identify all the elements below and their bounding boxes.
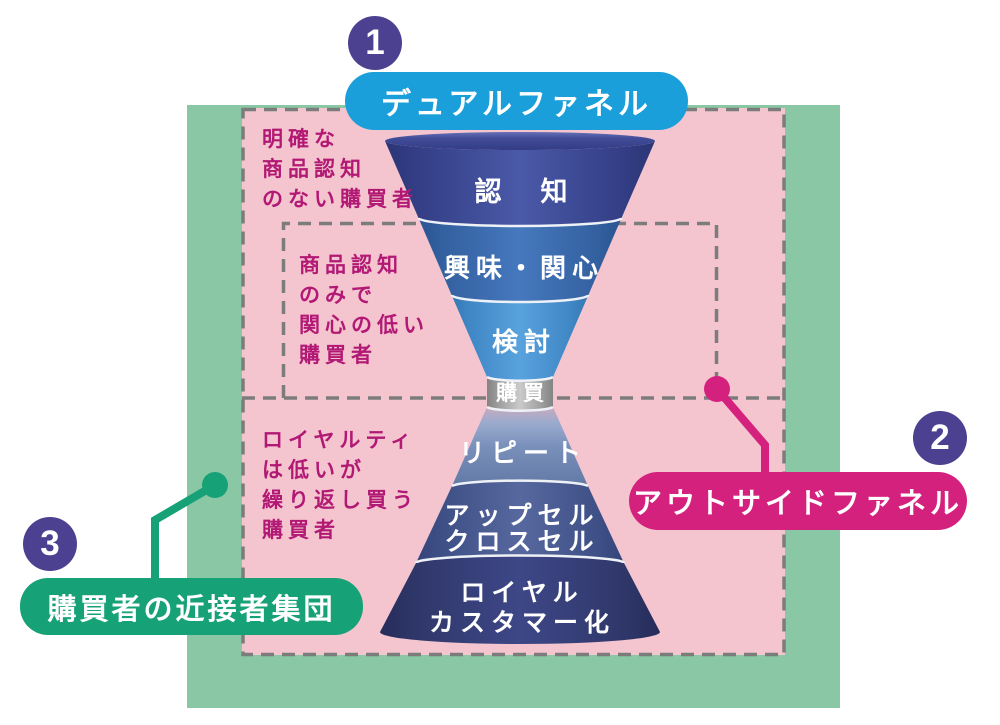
- stage-label-purchase: 購買: [495, 381, 550, 405]
- badge-1: 1: [348, 16, 402, 70]
- annotation-line: 購買者: [262, 519, 340, 542]
- funnel-stage-upsell: [416, 480, 624, 563]
- stage-label-loyal-line2: カスタマー化: [429, 609, 615, 637]
- stage-label-upsell-line1: アップセル: [444, 502, 599, 530]
- stage-label-consideration: 検討: [492, 327, 556, 357]
- badge-3: 3: [23, 517, 77, 571]
- annotation-line: 商品認知: [262, 158, 366, 181]
- stage-label-interest: 興味・関心: [444, 253, 604, 283]
- funnel: 認 知 興味・関心 検討 購買 リピート アップセル クロスセル ロイヤル カス…: [380, 132, 660, 644]
- outside-funnel-dot: [704, 376, 730, 402]
- funnel-stage-interest: [418, 218, 622, 302]
- annotation-line: ロイヤルティ: [262, 429, 417, 452]
- outside-funnel-connector: [704, 376, 769, 474]
- annotation-low-loyalty: ロイヤルティ は低いが 繰り返し買う 購買者: [262, 426, 418, 546]
- pink-dashed-border: [241, 107, 786, 657]
- annotation-line: は低いが: [262, 459, 366, 482]
- funnel-top-rim: [385, 132, 655, 150]
- annotation-low-interest: 商品認知 のみで 関心の低い 購買者: [299, 251, 429, 371]
- annotation-line: のない購買者: [262, 188, 418, 211]
- annotation-line: 明確な: [262, 128, 340, 151]
- annotation-line: 購買者: [299, 344, 377, 367]
- outside-funnel-label: アウトサイドファネル: [629, 472, 967, 530]
- stage-label-awareness: 認 知: [475, 176, 574, 207]
- stage-label-loyal-line1: ロイヤル: [460, 579, 583, 607]
- stage-label-upsell-line2: クロスセル: [444, 528, 599, 556]
- badge-2: 2: [913, 411, 967, 465]
- annotation-line: 関心の低い: [299, 314, 429, 337]
- funnel-stage-repeat: [452, 407, 588, 486]
- funnel-stage-awareness: [385, 141, 655, 226]
- funnel-stage-loyal: [380, 555, 660, 644]
- annotation-no-awareness: 明確な 商品認知 のない購買者: [262, 125, 418, 215]
- dual-funnel-label: デュアルファネル: [345, 72, 688, 130]
- annotation-line: 繰り返し買う: [262, 489, 418, 512]
- funnel-stage-consideration: [451, 295, 589, 381]
- funnel-stage-purchase: [487, 377, 553, 411]
- proximity-group-label: 購買者の近接者集団: [20, 578, 363, 635]
- annotation-line: 商品認知: [299, 254, 403, 277]
- proximity-group-connector: [151, 472, 228, 582]
- funnel-dividers: [414, 217, 626, 564]
- annotation-line: のみで: [299, 284, 377, 307]
- stage-label-repeat: リピート: [459, 438, 587, 468]
- proximity-group-dot: [202, 472, 228, 498]
